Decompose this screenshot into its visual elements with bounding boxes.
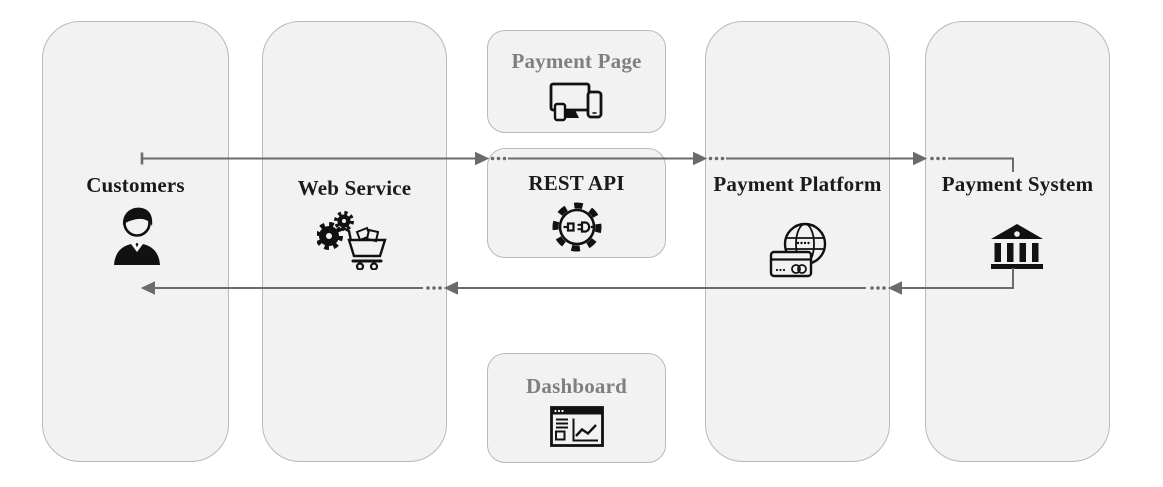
web-service-label: Web Service (297, 176, 412, 200)
bank-icon (991, 224, 1043, 269)
arrowhead (887, 281, 902, 295)
payment-platform-lane: Payment Platform (705, 21, 890, 462)
payment-page-label: Payment Page (511, 49, 642, 73)
payment-system-label: Payment System (941, 172, 1094, 196)
arrowhead (443, 281, 458, 295)
gears-cart-icon (317, 211, 387, 270)
globe-card-icon (769, 222, 827, 278)
payment-page-node: Payment Page (487, 30, 666, 133)
rest-api-label: REST API (528, 171, 625, 195)
api-gear-icon (552, 202, 602, 252)
rest-api-node: REST API (487, 148, 666, 258)
web-service-lane: Web Service (262, 21, 447, 462)
customers-label: Customers (86, 173, 185, 197)
arrowhead (693, 151, 708, 166)
dashboard-node: Dashboard (487, 353, 666, 463)
dashboard-label: Dashboard (526, 374, 627, 398)
payment-platform-label: Payment Platform (713, 172, 882, 196)
arrowhead (475, 151, 490, 166)
person-icon (114, 207, 160, 265)
arrowhead (913, 151, 928, 166)
customers-lane: Customers (42, 21, 229, 462)
dashboard-chart-icon (550, 406, 604, 447)
payment-system-lane: Payment System (925, 21, 1110, 462)
devices-icon (549, 82, 603, 122)
